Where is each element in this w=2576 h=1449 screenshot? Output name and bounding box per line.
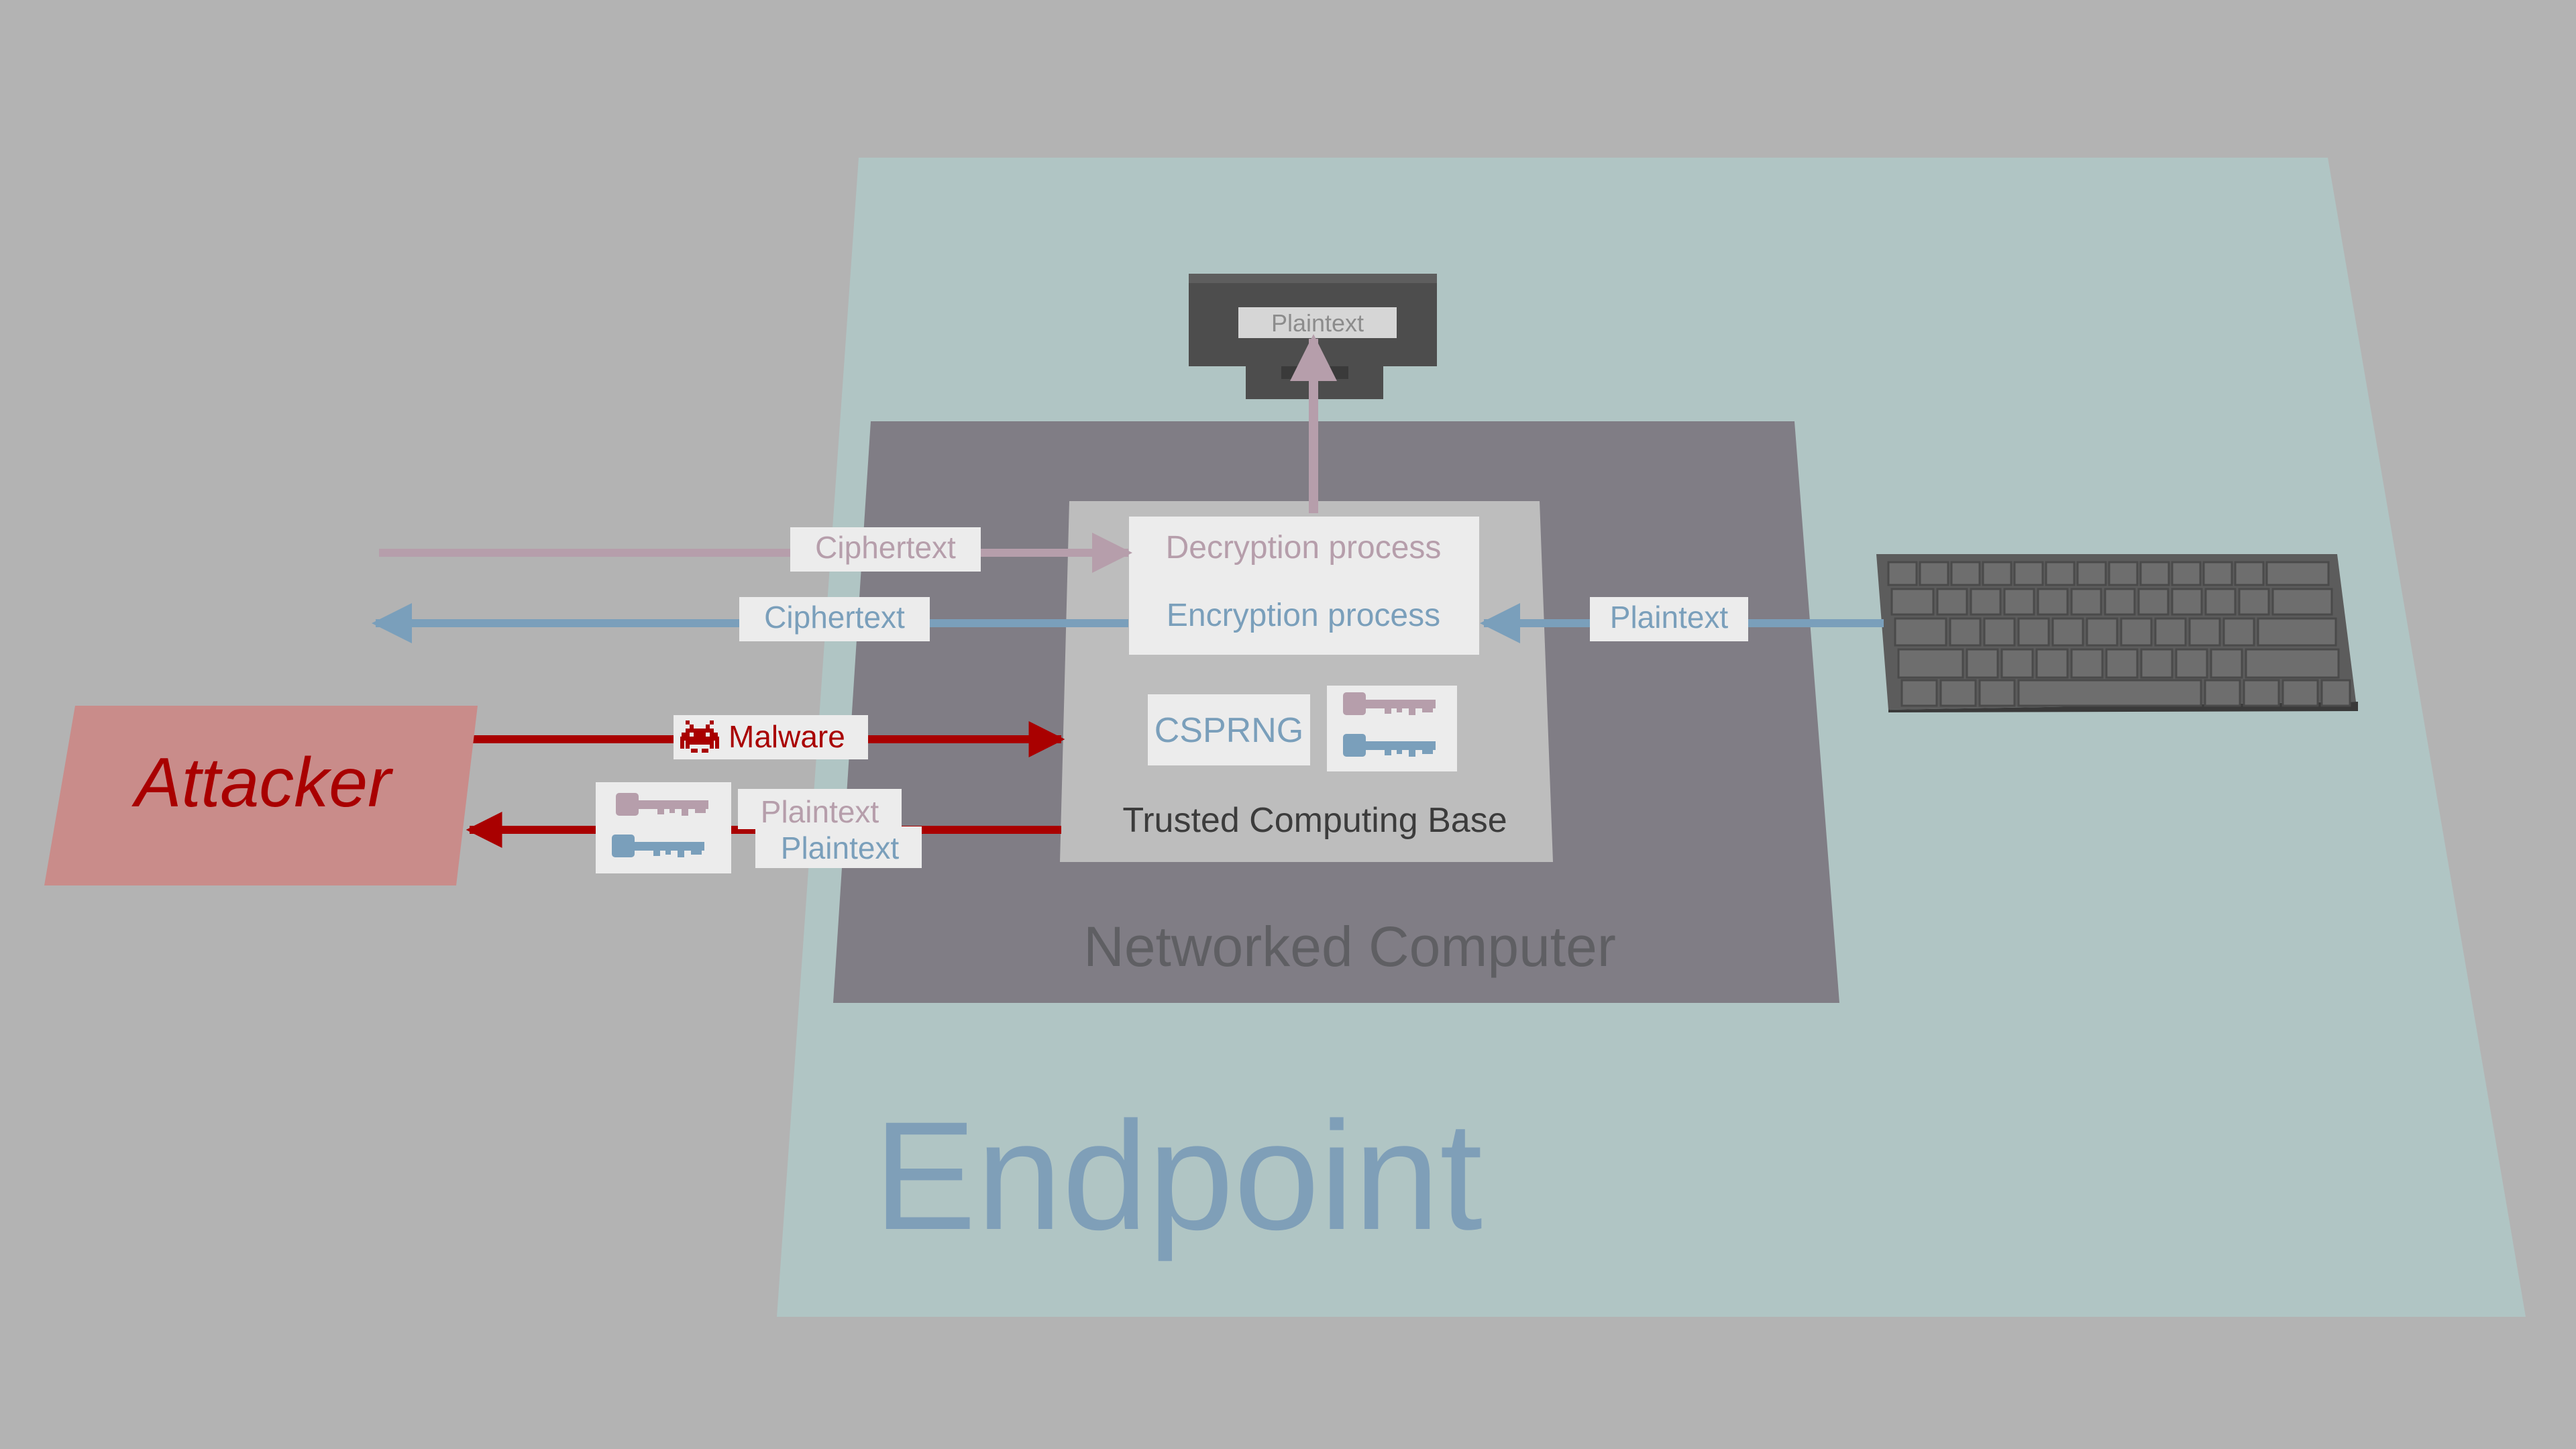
exfil-plaintext-label-2: Plaintext [781, 830, 900, 865]
exfil-plaintext-label-box-2 [755, 826, 922, 868]
keyboard [1876, 554, 2358, 712]
exfil-plaintext-label-1: Plaintext [761, 794, 879, 829]
csprng-label: CSPRNG [1155, 711, 1303, 750]
monitor-screen-label-box [1238, 307, 1397, 338]
attacker-label: Attacker [131, 744, 394, 822]
exfil-plaintext-label-box-1 [738, 789, 902, 829]
incoming-ciphertext-label-box [790, 527, 981, 572]
outgoing-ciphertext-label: Ciphertext [764, 600, 905, 635]
keyboard-plaintext-label-box [1590, 597, 1748, 641]
tcb-label: Trusted Computing Base [1122, 801, 1507, 840]
monitor-top-edge [1189, 274, 1437, 283]
attacker-box [44, 706, 478, 885]
malware-label: Malware [729, 719, 845, 754]
networked-computer-label: Networked Computer [1083, 915, 1616, 978]
csprng-box [1148, 694, 1310, 765]
monitor-screen-label: Plaintext [1271, 309, 1364, 337]
endpoint-label: Endpoint [873, 1089, 1483, 1262]
encryption-process-label: Encryption process [1167, 598, 1440, 633]
incoming-ciphertext-label: Ciphertext [815, 530, 956, 565]
outgoing-ciphertext-label-box [739, 597, 930, 641]
keyboard-plaintext-label: Plaintext [1610, 600, 1729, 635]
keyboard-keys [1887, 561, 2351, 707]
space-invader-icon [680, 720, 719, 753]
process-panel [1129, 517, 1479, 655]
decryption-process-label: Decryption process [1166, 530, 1442, 566]
